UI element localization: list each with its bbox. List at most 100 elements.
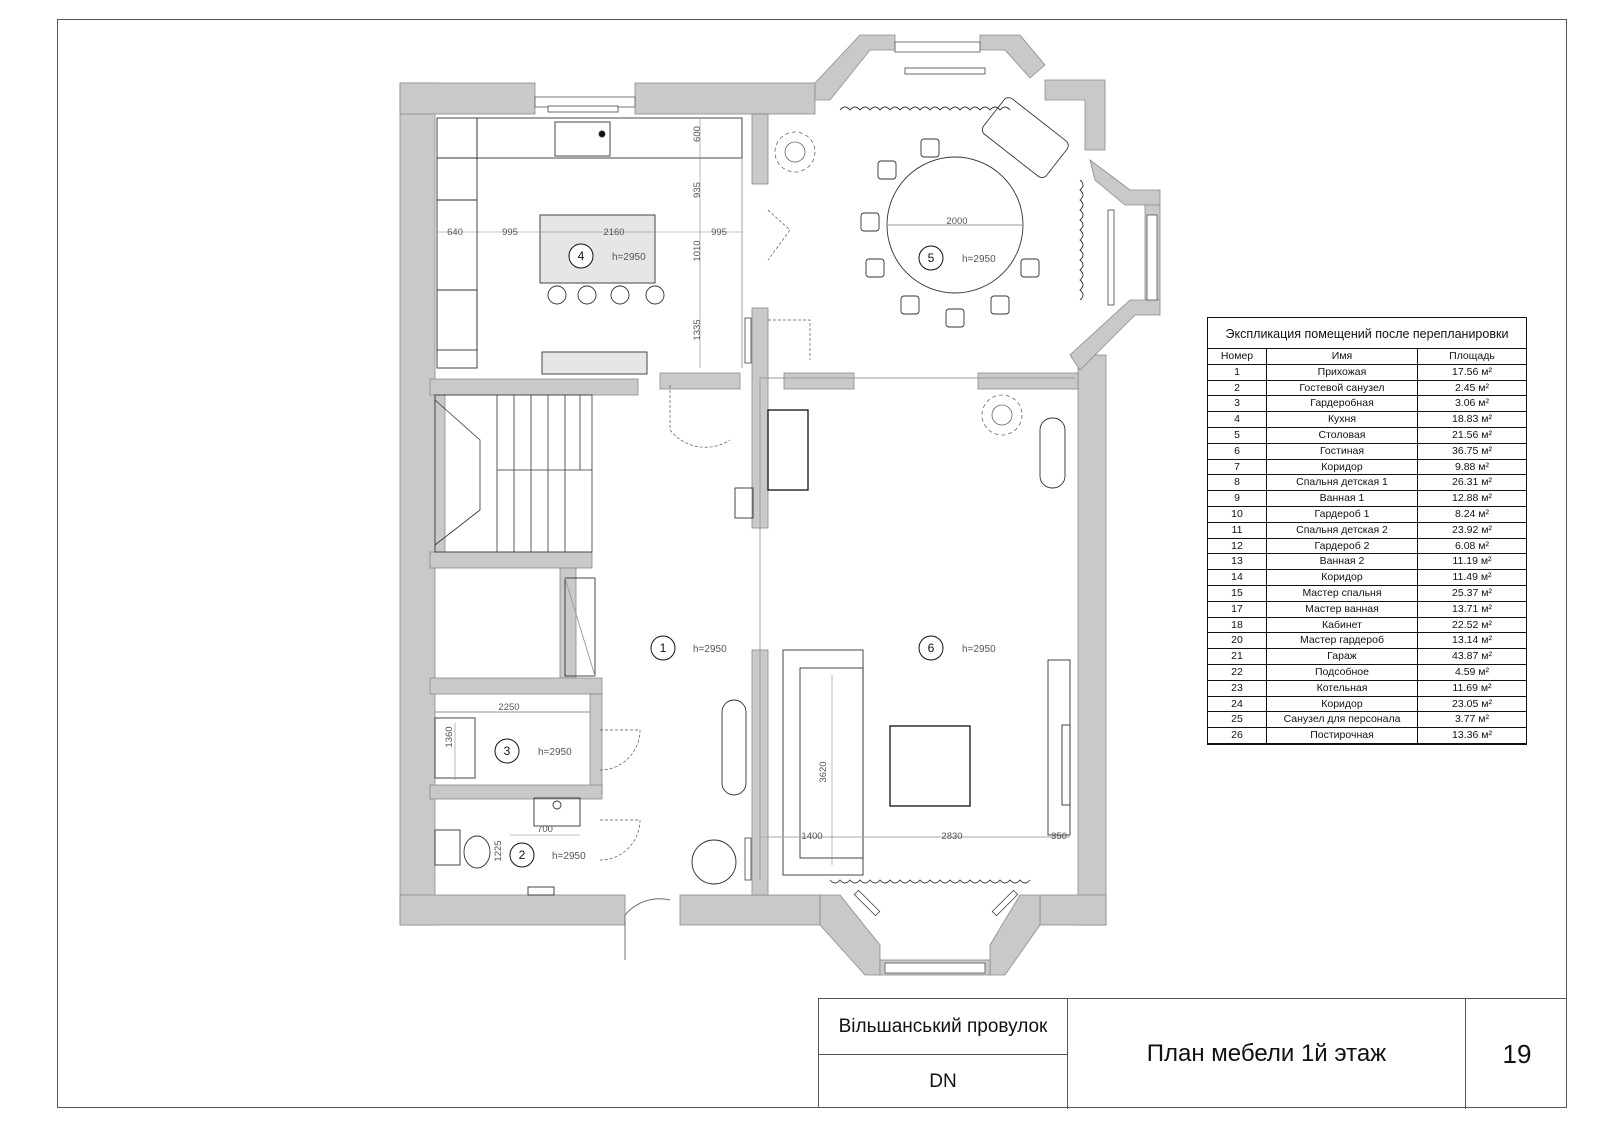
legend-cell-area: 13.14 м² xyxy=(1417,632,1526,650)
radiators xyxy=(547,67,1115,917)
legend-cell-area: 3.77 м² xyxy=(1417,711,1526,729)
legend-cell-area: 12.88 м² xyxy=(1417,490,1526,507)
bay-walls-top xyxy=(814,34,1161,371)
dim-1400: 1400 xyxy=(801,831,822,842)
room-2-number: 2 xyxy=(519,848,526,862)
dim-1360: 1360 xyxy=(444,726,455,747)
room-3-height: h=2950 xyxy=(538,747,572,758)
legend-header-row: Номер Имя Площадь xyxy=(1208,349,1526,365)
sheet-title: План мебели 1й этаж xyxy=(1068,999,1466,1109)
legend-cell-number: 3 xyxy=(1208,395,1267,413)
legend-cell-name: Коридор xyxy=(1266,695,1418,713)
hallway xyxy=(564,577,747,960)
room-markers xyxy=(494,243,944,868)
legend-cell-number: 18 xyxy=(1208,616,1267,634)
dim-935: 935 xyxy=(692,182,703,198)
legend-cell-number: 20 xyxy=(1208,632,1267,650)
legend-cell-area: 26.31 м² xyxy=(1417,474,1526,492)
legend-cell-name: Ванная 1 xyxy=(1266,490,1418,507)
legend-cell-name: Мастер ванная xyxy=(1266,600,1418,618)
header-number: Номер xyxy=(1208,349,1267,365)
legend-cell-area: 22.52 м² xyxy=(1417,616,1526,634)
legend-cell-area: 25.37 м² xyxy=(1417,584,1526,602)
legend-title: Экспликация помещений после перепланиров… xyxy=(1208,318,1526,349)
legend-cell-name: Мастер спальня xyxy=(1266,584,1418,602)
legend-cell-name: Постирочная xyxy=(1266,727,1418,744)
dim-995-left: 995 xyxy=(502,227,518,238)
legend-cell-area: 43.87 м² xyxy=(1417,648,1526,665)
legend-cell-number: 25 xyxy=(1208,711,1267,729)
dimension-labels: 600 935 640 995 2160 1010 995 1335 2000 … xyxy=(444,126,1067,862)
legend-cell-area: 11.19 м² xyxy=(1417,553,1526,571)
project-address: Вільшанський провулок xyxy=(819,999,1068,1055)
legend-cell-area: 21.56 м² xyxy=(1417,426,1526,444)
page-number: 19 xyxy=(1502,1038,1532,1069)
room-1-number: 1 xyxy=(660,641,667,655)
dim-640: 640 xyxy=(447,227,463,238)
windows xyxy=(534,41,1158,974)
legend-cell-name: Коридор xyxy=(1266,569,1418,586)
room-numbers: 4 5 1 6 3 2 xyxy=(504,249,935,862)
dining xyxy=(860,97,1069,328)
staircase xyxy=(434,394,593,553)
legend-cell-area: 4.59 м² xyxy=(1417,663,1526,681)
legend-cell-area: 23.05 м² xyxy=(1417,695,1526,713)
room-1-height: h=2950 xyxy=(693,644,727,655)
title-block: Вільшанський провулок DN План мебели 1й … xyxy=(818,998,1567,1109)
legend-cell-area: 36.75 м² xyxy=(1417,442,1526,460)
dim-1010: 1010 xyxy=(692,240,703,261)
dimension-lines xyxy=(435,118,833,865)
room-heights: h=2950 h=2950 h=2950 h=2950 h=2950 h=295… xyxy=(538,252,996,862)
legend-cell-number: 1 xyxy=(1208,363,1267,381)
curtains xyxy=(829,106,1084,884)
room-6-height: h=2950 xyxy=(962,644,996,655)
room-6-number: 6 xyxy=(928,641,935,655)
legend-cell-number: 8 xyxy=(1208,474,1267,492)
room-4-number: 4 xyxy=(578,249,585,263)
dim-2000: 2000 xyxy=(946,216,967,227)
dim-2160: 2160 xyxy=(603,227,624,238)
legend-cell-number: 2 xyxy=(1208,379,1267,397)
room-3-number: 3 xyxy=(504,744,511,758)
legend-cell-area: 23.92 м² xyxy=(1417,521,1526,539)
legend-cell-area: 9.88 м² xyxy=(1417,458,1526,476)
legend-cell-name: Кухня xyxy=(1266,411,1418,428)
dim-1335: 1335 xyxy=(692,319,703,340)
header-area: Площадь xyxy=(1417,349,1526,365)
legend-cell-name: Столовая xyxy=(1266,426,1418,444)
legend-cell-area: 11.49 м² xyxy=(1417,569,1526,586)
dim-700: 700 xyxy=(537,824,553,835)
kitchen xyxy=(436,117,743,375)
legend-cell-name: Гостевой санузел xyxy=(1266,379,1418,397)
legend-cell-area: 3.06 м² xyxy=(1417,395,1526,413)
legend-cell-name: Прихожая xyxy=(1266,363,1418,381)
plants xyxy=(774,131,1023,436)
legend-cell-number: 11 xyxy=(1208,521,1267,539)
dim-1225: 1225 xyxy=(493,840,504,861)
legend-cell-area: 17.56 м² xyxy=(1417,363,1526,381)
door-swings xyxy=(599,209,811,861)
dim-2250: 2250 xyxy=(498,702,519,713)
legend-cell-name: Спальня детская 2 xyxy=(1266,521,1418,539)
legend-cell-name: Коридор xyxy=(1266,458,1418,476)
legend-cell-number: 26 xyxy=(1208,727,1267,744)
dim-600: 600 xyxy=(692,126,703,142)
legend-cell-number: 4 xyxy=(1208,411,1267,428)
legend-cell-number: 22 xyxy=(1208,663,1267,681)
legend-cell-number: 15 xyxy=(1208,584,1267,602)
legend-cell-number: 13 xyxy=(1208,553,1267,571)
